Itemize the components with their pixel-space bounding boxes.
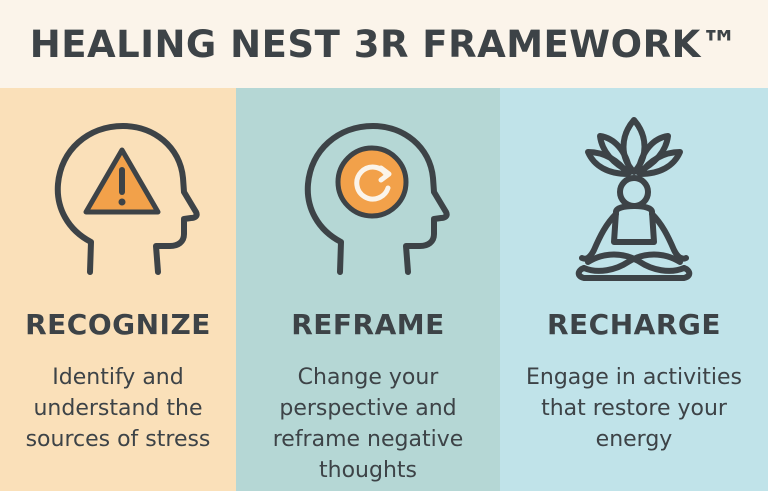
step-title: RECHARGE bbox=[546, 308, 721, 341]
step-recognize: RECOGNIZE Identify and understand the so… bbox=[0, 88, 236, 491]
head-warning-icon bbox=[28, 112, 208, 292]
step-description: Engage in activities that restore your e… bbox=[525, 365, 742, 452]
head-refresh-icon bbox=[278, 112, 458, 292]
step-title: RECOGNIZE bbox=[25, 308, 211, 341]
step-description: Identify and understand the sources of s… bbox=[25, 365, 211, 452]
header: HEALING NEST 3R FRAMEWORK™ bbox=[0, 0, 768, 88]
step-description: Change your perspective and reframe nega… bbox=[272, 365, 464, 483]
meditation-lotus-icon bbox=[544, 112, 724, 292]
step-recharge: RECHARGE Engage in activities that resto… bbox=[500, 88, 768, 491]
page-title: HEALING NEST 3R FRAMEWORK™ bbox=[29, 22, 739, 66]
step-title: REFRAME bbox=[291, 308, 445, 341]
step-reframe: REFRAME Change your perspective and refr… bbox=[236, 88, 500, 491]
